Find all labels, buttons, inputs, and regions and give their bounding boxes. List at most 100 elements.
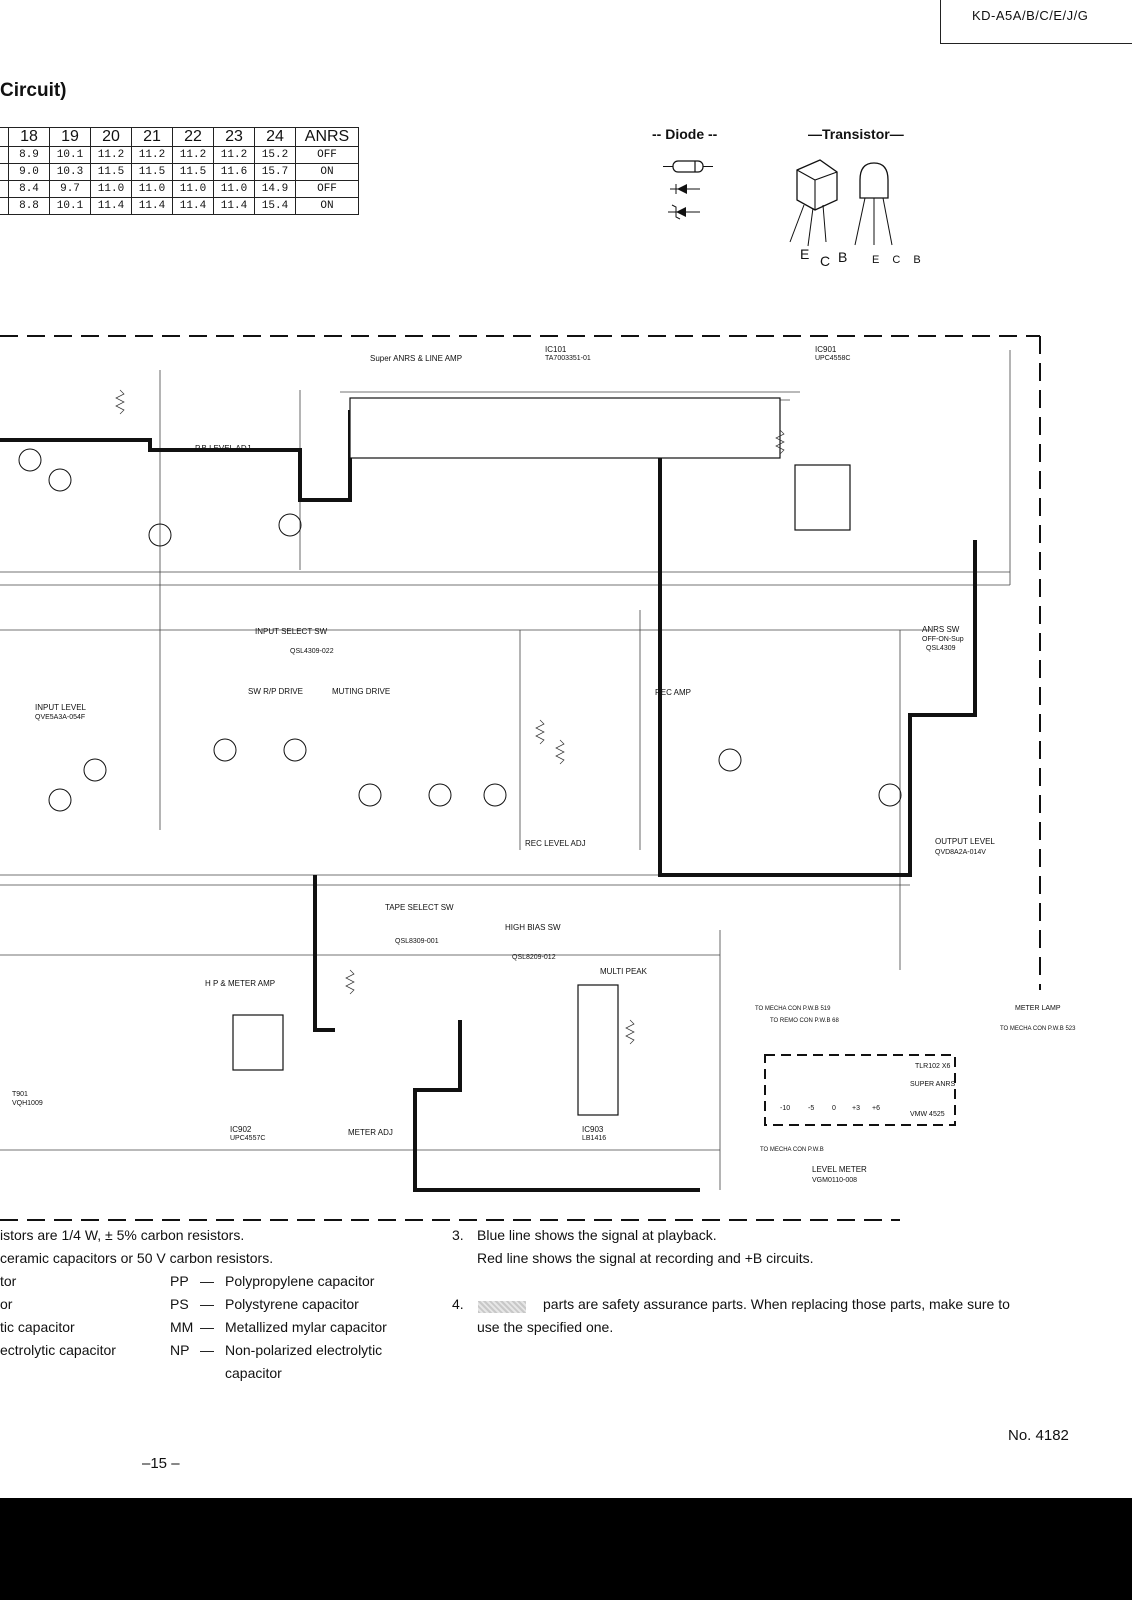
note-fragment-4: ectrolytic capacitor <box>0 1342 116 1358</box>
column-header: 24 <box>254 127 296 147</box>
muting-drive-label: MUTING DRIVE <box>332 687 390 696</box>
document-number: No. 4182 <box>1008 1427 1069 1444</box>
scan-border <box>0 1498 1132 1600</box>
safety-part-swatch <box>478 1301 526 1313</box>
pin-label-c: C <box>820 253 831 269</box>
table-cell: OFF <box>295 180 359 198</box>
ic902-label: IC902 <box>230 1125 252 1134</box>
note-fragment-3: tic capacitor <box>0 1319 75 1335</box>
ic903-label: IC903 <box>582 1125 604 1134</box>
column-header: 20 <box>90 127 132 147</box>
led-scale-3: 0 <box>832 1105 836 1112</box>
hp-meter-amp-label: H P & METER AMP <box>205 979 275 988</box>
anrs-sw-part: QSL4309 <box>926 645 956 652</box>
input-select-part: QSL4309-022 <box>290 648 334 655</box>
table-row: 9.0 10.3 11.5 11.5 11.5 11.6 15.7 ON <box>0 163 359 181</box>
note-fragment-1: tor <box>0 1273 17 1289</box>
output-level-part: QVD8A2A-014V <box>935 849 986 856</box>
anrs-sw-label: ANRS SW <box>922 625 960 634</box>
table-cell: 11.2 <box>90 146 132 164</box>
table-cell: OFF <box>295 146 359 164</box>
input-level-part: QVE5A3A-054F <box>35 714 85 721</box>
high-bias-part: QSL8209-012 <box>512 954 556 961</box>
column-header: 18 <box>8 127 50 147</box>
table-cell: 11.4 <box>172 197 214 215</box>
led-scale-5: +6 <box>872 1105 880 1112</box>
table-cell: 8.8 <box>8 197 50 215</box>
note-resistors: istors are 1/4 W, ± 5% carbon resistors. <box>0 1227 245 1243</box>
table-cell: 9.0 <box>8 163 50 181</box>
diode-legend-title: -- Diode -- <box>652 126 718 142</box>
ic101-label: IC101 <box>545 345 567 354</box>
table-cell: 10.1 <box>49 146 91 164</box>
note-capacitors: ceramic capacitors or 50 V carbon resist… <box>0 1250 274 1266</box>
table-cell: 10.1 <box>49 197 91 215</box>
transistor-circles <box>18 448 902 812</box>
to-mecha-519-label: TO MECHA CON P.W.B 519 <box>755 1006 831 1012</box>
table-cell: 11.5 <box>172 163 214 181</box>
led-scale-2: -5 <box>808 1105 814 1112</box>
note-3-number: 3. <box>452 1227 464 1243</box>
diode-symbol-body <box>663 160 713 173</box>
table-cell: 11.2 <box>172 146 214 164</box>
rec-level-adj-label: REC LEVEL ADJ <box>525 839 586 848</box>
led-scale-1: -10 <box>780 1105 790 1112</box>
table-cell: 14.9 <box>254 180 296 198</box>
to-mecha-label: TO MECHA CON P.W.B <box>760 1147 824 1153</box>
ic903-part: LB1416 <box>582 1135 606 1142</box>
high-bias-label: HIGH BIAS SW <box>505 923 561 932</box>
column-header: 23 <box>213 127 255 147</box>
abbr-desc: Metallized mylar capacitor <box>225 1319 387 1335</box>
pin-labels-small: E C B <box>872 254 926 266</box>
table-cell: 11.6 <box>213 163 255 181</box>
meter-adj-label: METER ADJ <box>348 1128 393 1137</box>
table-cell: 11.5 <box>131 163 173 181</box>
ic-packages <box>232 397 956 1126</box>
table-cell: 15.2 <box>254 146 296 164</box>
section-title: Circuit) <box>0 80 67 101</box>
anrs-sw-detail: OFF-ON-Sup <box>922 636 964 643</box>
output-level-label: OUTPUT LEVEL <box>935 837 995 846</box>
ic901-part: UPC4558C <box>815 355 850 362</box>
table-cell: 11.4 <box>213 197 255 215</box>
table-cell: 9.7 <box>49 180 91 198</box>
component-legend-symbols <box>663 159 893 247</box>
level-meter-label: LEVEL METER <box>812 1165 867 1174</box>
table-row: 8.8 10.1 11.4 11.4 11.4 11.4 15.4 ON <box>0 197 359 215</box>
table-cell: 11.0 <box>90 180 132 198</box>
transistor-legend-title: —Transistor— <box>808 126 904 142</box>
input-select-label: INPUT SELECT SW <box>255 627 328 636</box>
level-meter-part: VGM0110-008 <box>812 1177 857 1184</box>
transistor-small-symbol <box>854 162 893 246</box>
circuit-schematic: IC101 TA7003351-01 IC901 UPC4558C Super … <box>0 335 1076 1221</box>
rec-amp-label: REC AMP <box>655 688 691 697</box>
table-cell: 11.4 <box>90 197 132 215</box>
table-cell: ON <box>295 197 359 215</box>
t901-part: VQH1009 <box>12 1100 43 1107</box>
multi-peak-label: MULTI PEAK <box>600 967 648 976</box>
signal-wiring <box>0 350 1011 1190</box>
table-cell: 11.0 <box>131 180 173 198</box>
signal-path-heavy <box>0 410 977 1192</box>
table-row: 8.9 10.1 11.2 11.2 11.2 11.2 15.2 OFF <box>0 146 359 164</box>
abbr-desc: Polystyrene capacitor <box>225 1296 359 1312</box>
input-level-label: INPUT LEVEL <box>35 703 87 712</box>
pin-label-b: B <box>838 249 848 265</box>
sw-rp-drive-label: SW R/P DRIVE <box>248 687 303 696</box>
resistor-zigzags <box>115 389 785 1045</box>
abbr-desc: Non-polarized electrolytic <box>225 1342 383 1358</box>
table-row: 8.4 9.7 11.0 11.0 11.0 11.0 14.9 OFF <box>0 180 359 198</box>
board-outline <box>0 335 1041 1221</box>
pb-level-adj-label: P.B LEVEL ADJ <box>195 444 251 453</box>
ic902-part: UPC4557C <box>230 1135 265 1142</box>
table-cell: 11.4 <box>131 197 173 215</box>
super-anrs-led-label: SUPER ANRS <box>910 1081 955 1088</box>
ic901-label: IC901 <box>815 345 837 354</box>
tape-select-part: QSL8309-001 <box>395 938 439 945</box>
to-mecha-523-label: TO MECHA CON P.W.B 523 <box>1000 1026 1076 1032</box>
table-cell: 15.7 <box>254 163 296 181</box>
tlr-label: TLR102 X6 <box>915 1063 951 1070</box>
note-4-line-2: use the specified one. <box>477 1319 614 1335</box>
model-number: KD-A5A/B/C/E/J/G <box>972 8 1089 23</box>
